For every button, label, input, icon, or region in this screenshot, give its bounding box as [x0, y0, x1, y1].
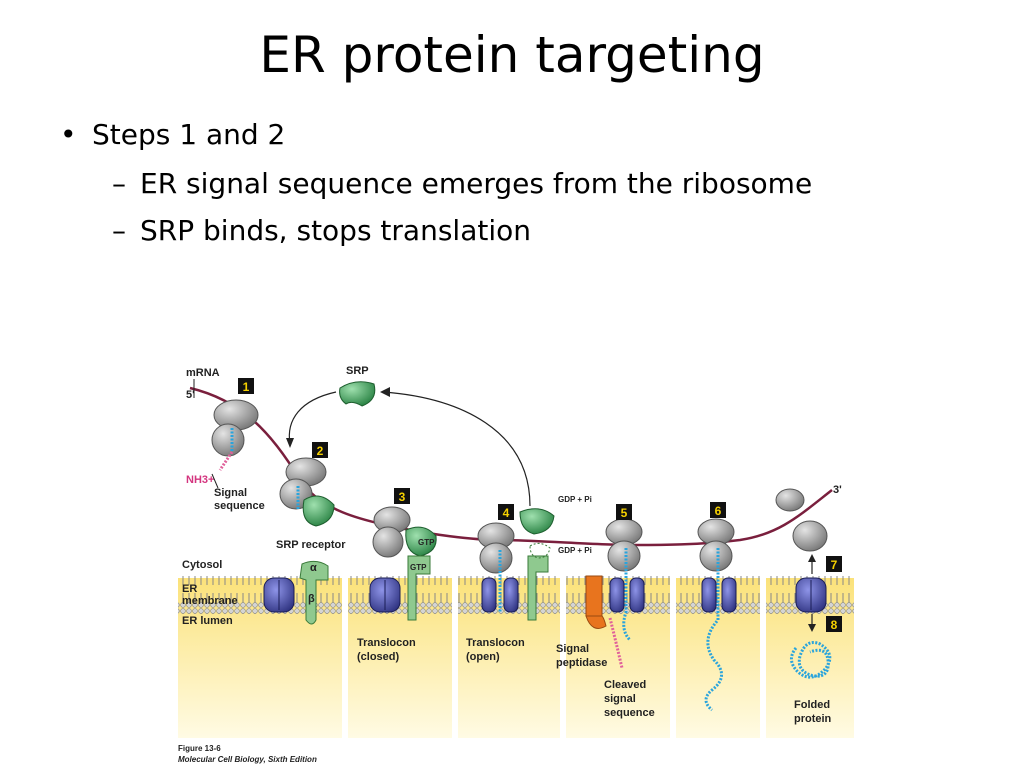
step-box-2: 2	[312, 442, 328, 458]
translocon-panel-5	[609, 577, 645, 613]
er-lumen-label: ER lumen	[182, 615, 233, 627]
bullet-main-text: Steps 1 and 2	[92, 118, 286, 151]
er-membrane-label-2: membrane	[182, 595, 238, 607]
translocon-panel-6	[701, 577, 737, 613]
gdp-pi-label-1: GDP + Pi	[558, 495, 592, 504]
cleaved-signal-label-2: signal	[604, 693, 636, 705]
step-box-4: 4	[498, 504, 514, 520]
ribosome-step-3	[372, 506, 437, 621]
arrow-head	[286, 438, 294, 448]
translocon-panel-1	[263, 577, 295, 613]
bullet-dash: –	[112, 214, 126, 247]
translocon-panel-4	[481, 577, 519, 613]
ribosome-step-7	[775, 488, 832, 679]
step-box-6: 6	[710, 502, 726, 518]
translocon-open-label-2: (open)	[466, 651, 500, 663]
srp-receptor-label: SRP receptor	[276, 539, 346, 551]
signal-peptidase-label-2: peptidase	[556, 657, 607, 669]
step-number-7: 7	[831, 558, 838, 572]
step-box-8: 8	[826, 616, 842, 632]
step-number-1: 1	[243, 380, 250, 394]
ribosome-step-1	[211, 399, 259, 471]
bullet-dot: •	[60, 118, 77, 151]
cleaved-signal-label-1: Cleaved	[604, 679, 646, 691]
srp-label: SRP	[346, 365, 369, 377]
figure-caption-1: Figure 13-6	[178, 744, 221, 753]
alpha-label: α	[310, 562, 317, 574]
srp-receptor	[299, 560, 329, 625]
cleaved-signal-label-3: sequence	[604, 707, 655, 719]
ribosome-step-2	[279, 457, 335, 527]
signal-pointer	[211, 473, 219, 489]
step-box-3: 3	[394, 488, 410, 504]
gtp-label-1: GTP	[418, 538, 435, 547]
folded-protein-label-1: Folded	[794, 699, 830, 711]
bullet-sub-1-text: ER signal sequence emerges from the ribo…	[140, 167, 813, 200]
step-box-1: 1	[238, 378, 254, 394]
step-box-7: 7	[826, 556, 842, 572]
step-number-6: 6	[715, 504, 722, 518]
nh3-label: NH3+	[186, 474, 214, 486]
step-number-4: 4	[503, 506, 510, 520]
gtp-label-2: GTP	[410, 563, 427, 572]
translocon-open-label-1: Translocon	[466, 637, 525, 649]
bullet-dash: –	[112, 167, 126, 200]
mrna-label: mRNA	[186, 367, 220, 379]
translocon-panel-3	[369, 577, 401, 613]
step-number-2: 2	[317, 444, 324, 458]
step-box-5: 5	[616, 504, 632, 520]
cytosol-label: Cytosol	[182, 559, 222, 571]
signal-peptidase-label-1: Signal	[556, 643, 589, 655]
srp-binding-arrow	[288, 391, 337, 445]
step-number-8: 8	[831, 618, 838, 632]
translocon-closed-label-1: Translocon	[357, 637, 416, 649]
gdp-pi-label-2: GDP + Pi	[558, 546, 592, 555]
bullet-main: • Steps 1 and 2	[60, 118, 812, 151]
srp-free	[339, 381, 376, 407]
translocon-panel-7	[795, 577, 827, 613]
translocon-closed-label-2: (closed)	[357, 651, 400, 663]
figure-caption-2: Molecular Cell Biology, Sixth Edition	[178, 755, 317, 764]
bullet-list: • Steps 1 and 2 –ER signal sequence emerg…	[60, 118, 812, 261]
signal-sequence-label-1: Signal	[214, 487, 247, 499]
bullet-sub-1: –ER signal sequence emerges from the rib…	[60, 167, 812, 200]
srp-recycle-arrow	[383, 391, 531, 507]
er-membrane-label-1: ER	[182, 583, 197, 595]
slide-title: ER protein targeting	[259, 26, 765, 84]
folded-protein-label-2: protein	[794, 713, 832, 725]
five-prime-label: 5'	[186, 389, 195, 401]
ribosome-step-4	[477, 508, 555, 621]
step-number-5: 5	[621, 506, 628, 520]
mrna-strand	[189, 386, 833, 547]
bullet-sub-2: –SRP binds, stops translation	[60, 214, 812, 247]
ribosome-step-5	[585, 518, 643, 669]
arrow-head	[380, 387, 390, 397]
three-prime-label: 3'	[833, 484, 842, 496]
beta-label: β	[308, 593, 315, 605]
bullet-sub-2-text: SRP binds, stops translation	[140, 214, 531, 247]
signal-sequence-label-2: sequence	[214, 500, 265, 512]
step-number-3: 3	[399, 490, 406, 504]
ribosome-step-6	[697, 518, 735, 712]
